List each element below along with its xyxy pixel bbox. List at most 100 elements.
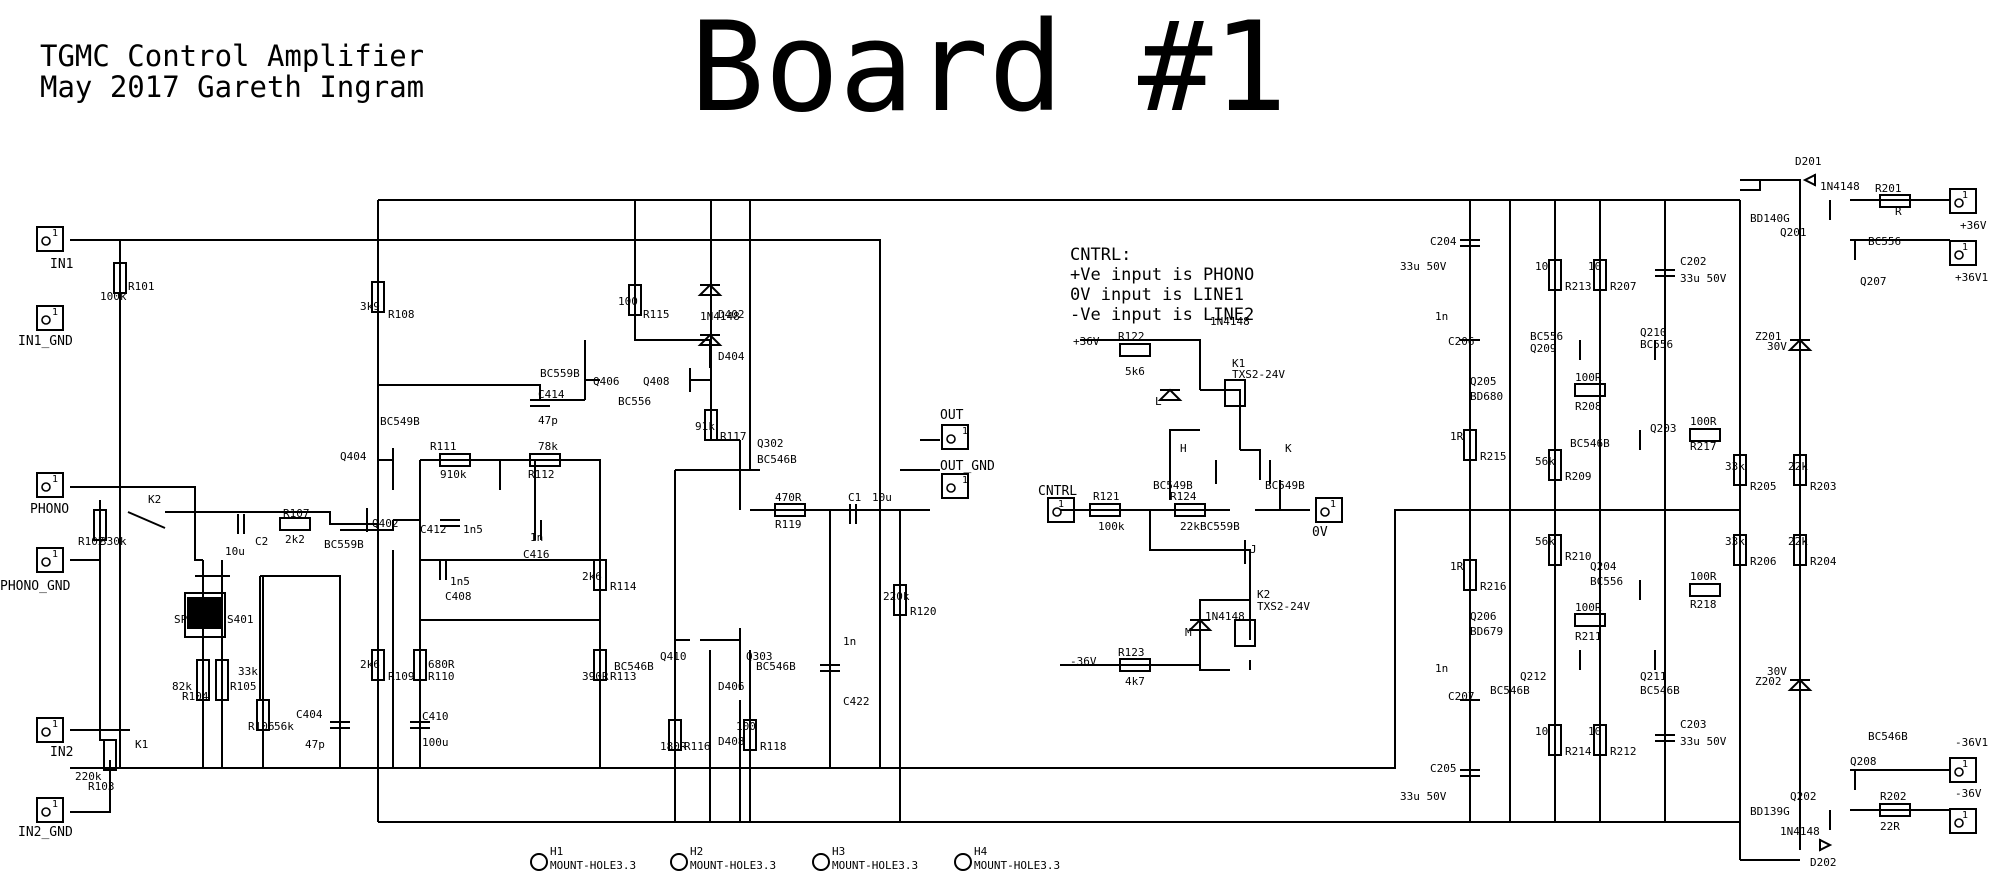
svg-text:C207: C207	[1448, 690, 1475, 703]
phono-label: PHONO	[30, 502, 69, 517]
svg-text:1n: 1n	[843, 635, 856, 648]
svg-text:10u: 10u	[225, 545, 245, 558]
svg-text:K2: K2	[1257, 588, 1270, 601]
svg-text:H: H	[1180, 442, 1187, 455]
svg-text:Q302: Q302	[757, 437, 784, 450]
svg-text:D202: D202	[1810, 856, 1837, 869]
svg-text:K1: K1	[1232, 357, 1245, 370]
svg-text:2k6: 2k6	[360, 658, 380, 671]
svg-text:Z202: Z202	[1755, 675, 1782, 688]
connector-phono: 1 PHONO	[30, 472, 69, 517]
svg-text:82k: 82k	[172, 680, 192, 693]
svg-text:R201: R201	[1875, 182, 1902, 195]
svg-text:R203: R203	[1810, 480, 1837, 493]
svg-text:BC549B: BC549B	[1265, 479, 1305, 492]
svg-text:BC556: BC556	[618, 395, 651, 408]
connector-in1-gnd: 1 IN1_GND	[18, 305, 73, 349]
cntrl-label: CNTRL	[1038, 484, 1077, 499]
svg-text:R202: R202	[1880, 790, 1907, 803]
header-line2: May 2017 Gareth Ingram	[40, 70, 424, 104]
svg-text:R121: R121	[1093, 490, 1120, 503]
in1-gnd-label: IN1_GND	[18, 334, 73, 349]
svg-text:C1: C1	[848, 491, 861, 504]
svg-text:R114: R114	[610, 580, 637, 593]
svg-text:BC559B: BC559B	[540, 367, 580, 380]
svg-text:100k: 100k	[100, 290, 127, 303]
svg-text:100u: 100u	[422, 736, 449, 749]
svg-text:Q204: Q204	[1590, 560, 1617, 573]
mount-hole-ref: H1	[550, 845, 563, 858]
svg-text:BC549B: BC549B	[1153, 479, 1193, 492]
connector-m36v1: 1 -36V1	[1948, 736, 1988, 783]
svg-text:10: 10	[1535, 725, 1548, 738]
svg-text:R108: R108	[388, 308, 415, 321]
svg-text:BD680: BD680	[1470, 390, 1503, 403]
svg-text:100R: 100R	[1690, 570, 1717, 583]
svg-text:D404: D404	[718, 350, 745, 363]
component-symbols	[93, 173, 1911, 871]
svg-text:1n: 1n	[1435, 662, 1448, 675]
svg-text:56k: 56k	[1535, 455, 1555, 468]
svg-text:R122: R122	[1118, 330, 1145, 343]
p36v-label: +36V	[1960, 219, 1987, 232]
svg-text:D408: D408	[718, 735, 745, 748]
svg-text:100R: 100R	[1575, 371, 1602, 384]
svg-text:Q408: Q408	[643, 375, 670, 388]
svg-text:C408: C408	[445, 590, 472, 603]
svg-text:0V input is LINE1: 0V input is LINE1	[1070, 285, 1244, 305]
svg-text:180R: 180R	[660, 740, 687, 753]
svg-text:R107: R107	[283, 507, 310, 520]
connector-phono-gnd: 1 PHONO_GND	[0, 547, 71, 594]
svg-text:Q205: Q205	[1470, 375, 1497, 388]
svg-text:47p: 47p	[538, 414, 558, 427]
svg-text:R111: R111	[430, 440, 457, 453]
mount-hole-value: MOUNT-HOLE3.3	[550, 859, 636, 872]
svg-text:47p: 47p	[305, 738, 325, 751]
svg-text:K: K	[1285, 442, 1292, 455]
svg-text:Q208: Q208	[1850, 755, 1877, 768]
svg-text:K1: K1	[135, 738, 148, 751]
svg-text:BC546B: BC546B	[614, 660, 654, 673]
svg-text:R212: R212	[1610, 745, 1637, 758]
svg-text:Q211: Q211	[1640, 670, 1667, 683]
connector-in1: 1 IN1	[36, 226, 73, 272]
svg-text:R211: R211	[1575, 630, 1602, 643]
svg-text:S401: S401	[227, 613, 254, 626]
svg-text:470R: 470R	[775, 491, 802, 504]
component-labels: R101 100k R102 330k R103 220k K2 K1 C2 1…	[75, 155, 1908, 869]
svg-text:R216: R216	[1480, 580, 1507, 593]
svg-text:R218: R218	[1690, 598, 1717, 611]
svg-text:R123: R123	[1118, 646, 1145, 659]
svg-text:R204: R204	[1810, 555, 1837, 568]
connector-in2: 1 IN2	[36, 717, 73, 760]
svg-text:1: 1	[1330, 499, 1336, 510]
svg-text:R119: R119	[775, 518, 802, 531]
cntrl-note: CNTRL: +Ve input is PHONO 0V input is LI…	[1070, 245, 1254, 325]
svg-text:BC556: BC556	[1640, 338, 1673, 351]
svg-text:1n5: 1n5	[463, 523, 483, 536]
board-title: Board #1	[690, 0, 1287, 140]
svg-text:BD140G: BD140G	[1750, 212, 1790, 225]
svg-text:91k: 91k	[695, 420, 715, 433]
svg-text:R112: R112	[528, 468, 555, 481]
svg-text:22R: 22R	[1880, 820, 1900, 833]
svg-text:R206: R206	[1750, 555, 1777, 568]
svg-text:L: L	[1155, 395, 1162, 408]
svg-text:100: 100	[618, 295, 638, 308]
svg-text:C414: C414	[538, 388, 565, 401]
svg-text:56k: 56k	[274, 720, 294, 733]
svg-text:D201: D201	[1795, 155, 1822, 168]
svg-text:BC556: BC556	[1590, 575, 1623, 588]
svg-text:C416: C416	[523, 548, 550, 561]
svg-text:R208: R208	[1575, 400, 1602, 413]
svg-text:1R: 1R	[1450, 430, 1464, 443]
svg-text:R117: R117	[720, 430, 747, 443]
svg-text:TXS2-24V: TXS2-24V	[1257, 600, 1310, 613]
svg-text:R103: R103	[88, 780, 115, 793]
svg-text:R118: R118	[760, 740, 787, 753]
svg-text:1: 1	[1962, 190, 1968, 201]
mount-hole-value: MOUNT-HOLE3.3	[690, 859, 776, 872]
svg-text:D406: D406	[718, 680, 745, 693]
header-line1: TGMC Control Amplifier	[40, 39, 424, 73]
